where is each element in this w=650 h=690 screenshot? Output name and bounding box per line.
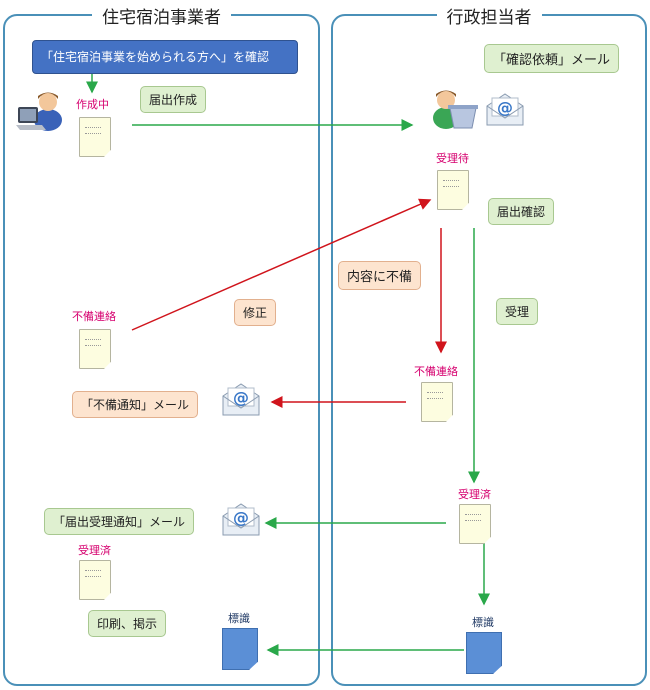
status-incomplete-left: 不備連絡 (72, 310, 116, 323)
callout-accept: 受理 (496, 298, 539, 325)
status-accepted-right: 受理済 (458, 488, 491, 501)
administrator-lane: 行政担当者 (331, 8, 647, 686)
officer-desk-icon (433, 90, 478, 129)
svg-text:@: @ (233, 388, 249, 407)
document-waiting (437, 170, 469, 210)
sign-document-left (222, 628, 258, 670)
mail-icon-confirm-request: @ (486, 93, 524, 126)
confirm-guide-box: 「住宅宿泊事業を始められる方へ」を確認 (32, 40, 298, 74)
callout-content-defect: 内容に不備 (338, 261, 422, 290)
arrow-incomplete-back (131, 198, 432, 331)
callout-check-notification: 届出確認 (488, 198, 555, 225)
document-incomplete-left (79, 329, 111, 369)
sign-label-right: 標識 (472, 616, 494, 629)
svg-text:@: @ (233, 508, 249, 527)
callout-fix: 修正 (234, 299, 277, 326)
status-waiting: 受理待 (436, 152, 469, 165)
person-laptop-icon (16, 92, 62, 131)
document-accepted-left (79, 560, 111, 600)
sign-label-left: 標識 (228, 612, 250, 625)
callout-accept-mail: 「届出受理通知」メール (44, 508, 195, 535)
business-operator-lane: 住宅宿泊事業者 (3, 8, 320, 686)
document-creating (79, 117, 111, 157)
business-operator-lane-title: 住宅宿泊事業者 (92, 8, 231, 28)
document-accepted-right (459, 504, 491, 544)
callout-confirm-request-mail: 「確認依頼」メール (484, 44, 620, 73)
status-incomplete-right: 不備連絡 (414, 365, 458, 378)
status-creating: 作成中 (76, 98, 109, 111)
svg-text:@: @ (497, 98, 513, 117)
mail-icon-incomplete: @ (222, 383, 260, 416)
callout-print-post: 印刷、掲示 (88, 610, 167, 637)
callout-incomplete-mail: 「不備通知」メール (72, 391, 199, 418)
administrator-lane-title: 行政担当者 (436, 8, 542, 28)
status-accepted-left: 受理済 (78, 544, 111, 557)
document-incomplete-right (421, 382, 453, 422)
callout-create-notification: 届出作成 (140, 86, 207, 113)
mail-icon-accept: @ (222, 503, 260, 536)
sign-document-right (466, 632, 502, 674)
